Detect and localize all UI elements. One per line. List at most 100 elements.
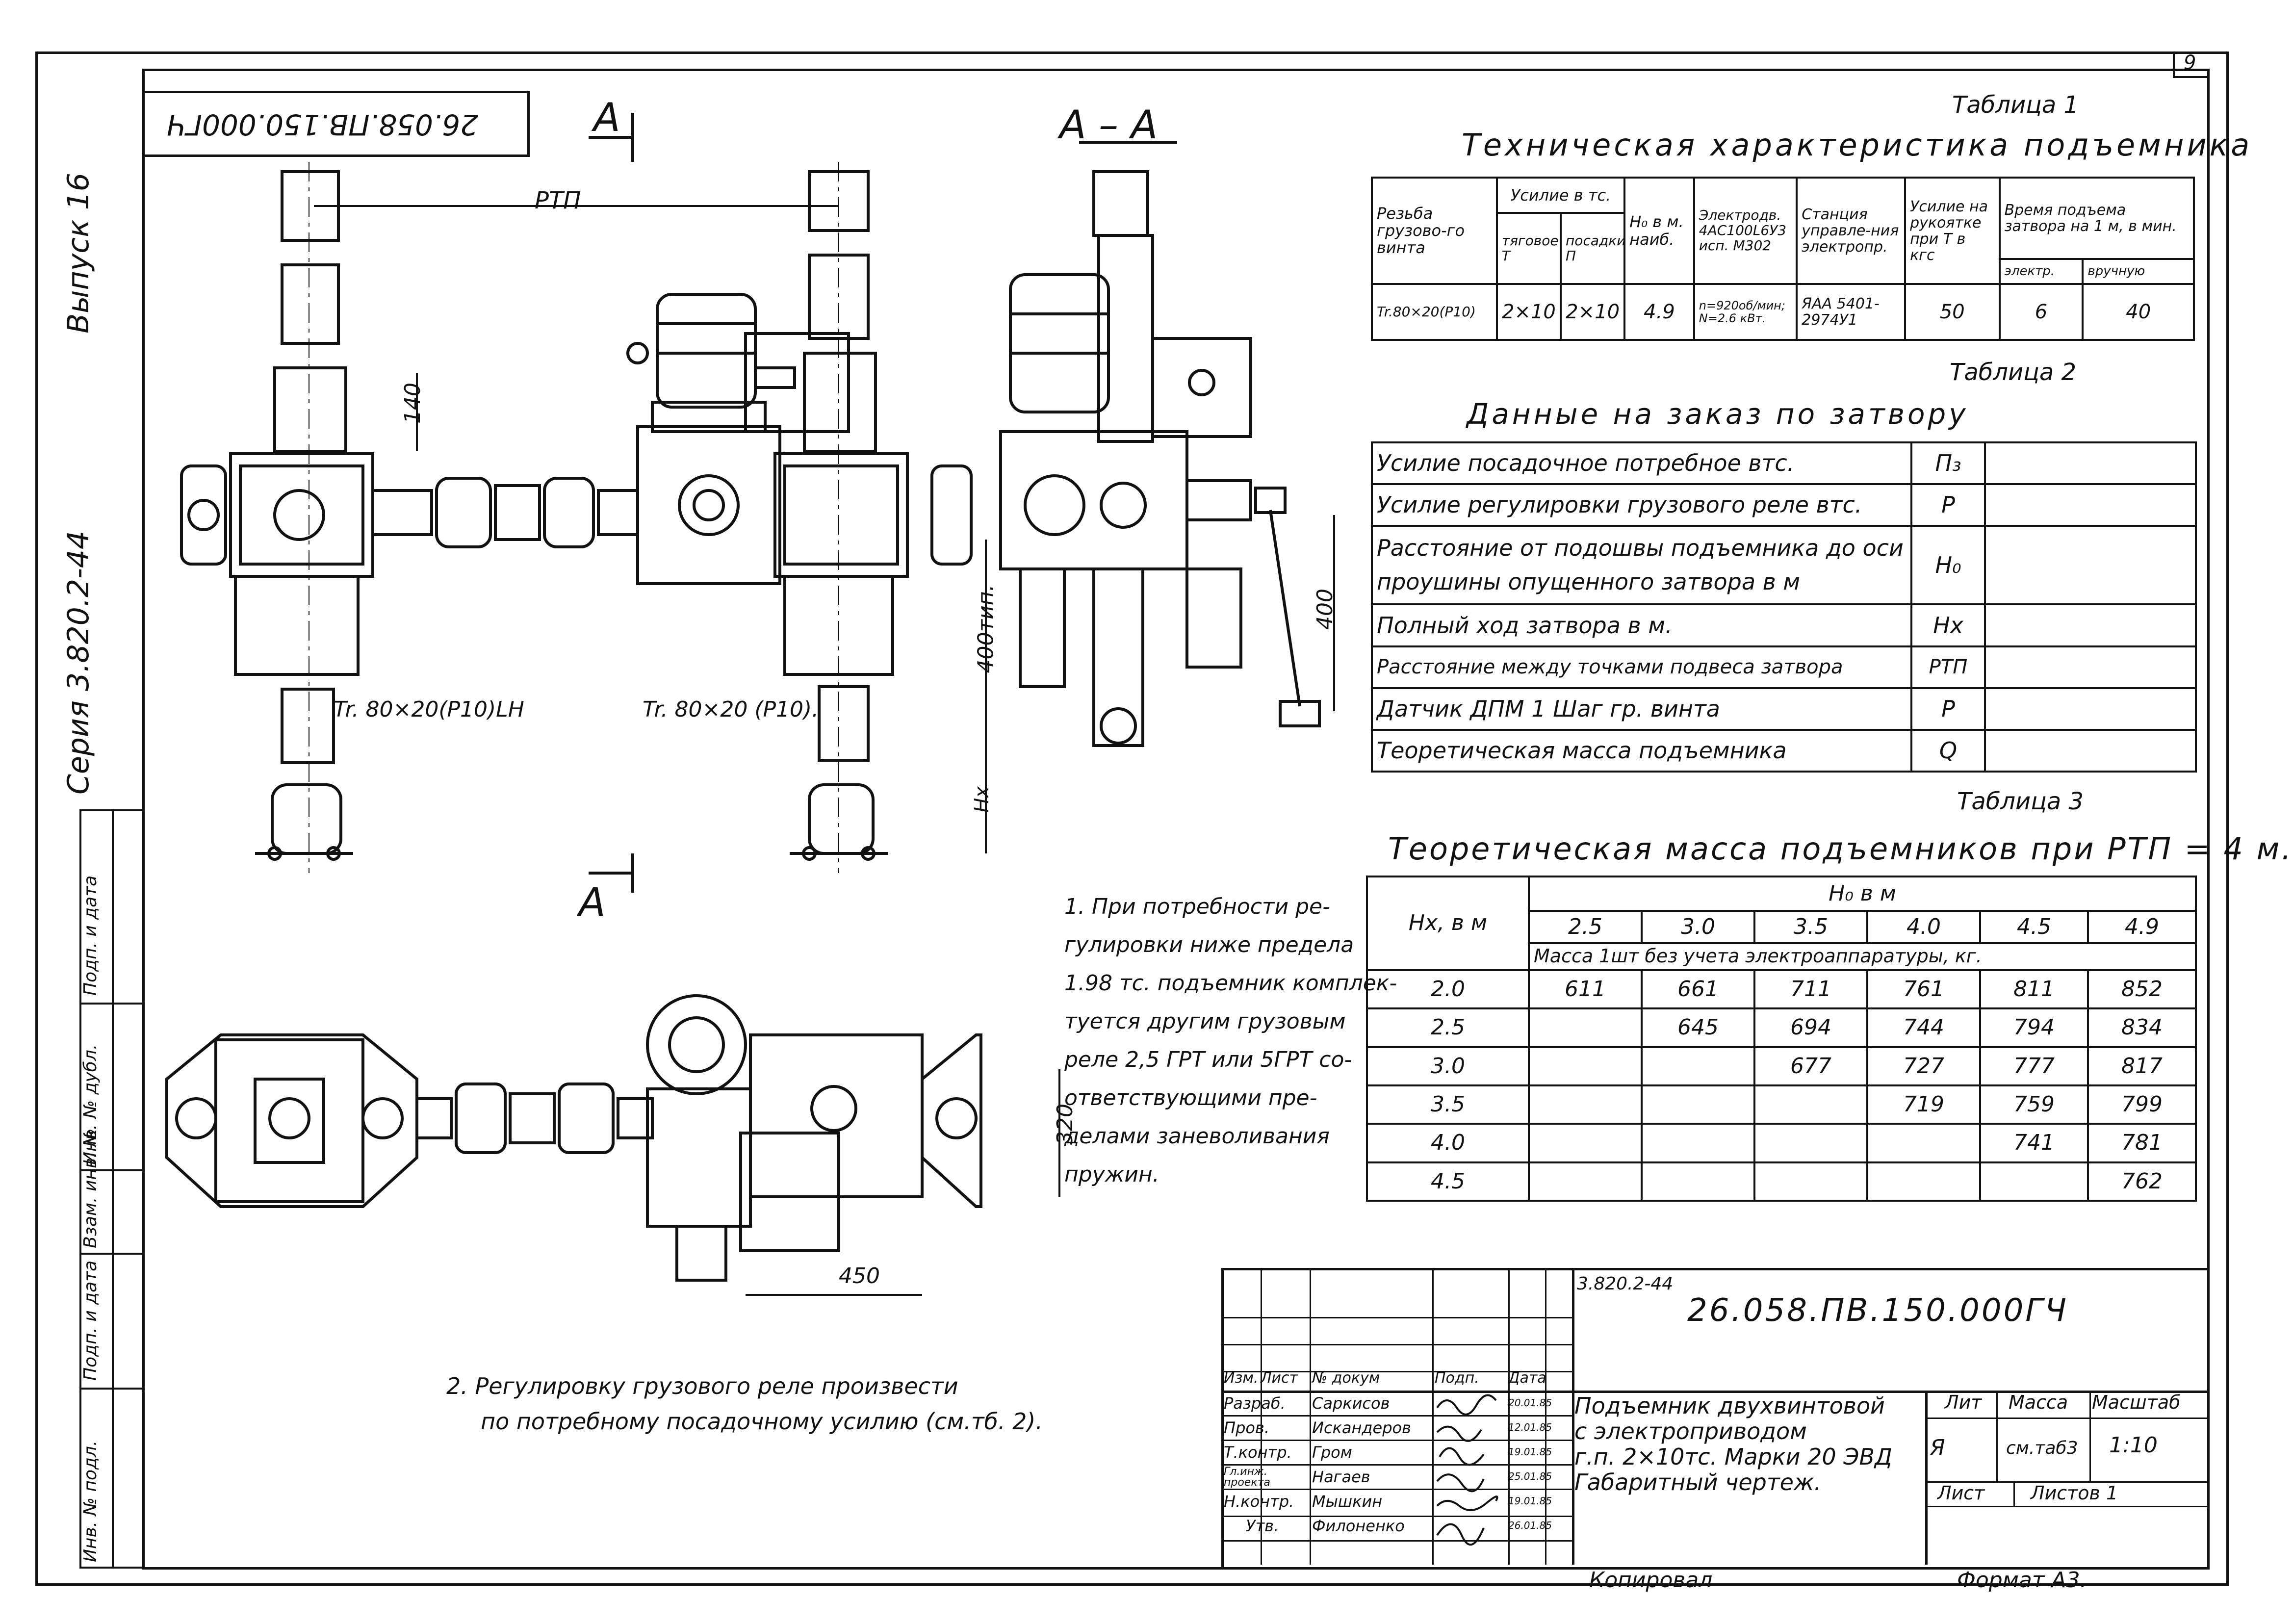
t3-h-col: 3.5 [1753,910,1868,944]
t2-row-sym: H₀ [1910,525,1986,606]
note-1-line: 1.98 тс. подъемник комплек- [1064,971,1397,996]
t3-cell: 611 [1528,969,1643,1010]
table2-title: Данные на заказ по затвору [1467,397,1969,431]
t3-row-hx: 2.0 [1366,969,1530,1010]
tb-h-date: Дата [1508,1369,1546,1387]
note-1-line: делами заневоливания [1064,1124,1330,1149]
t3-h-row: Hx, в м [1366,876,1530,971]
note-1-line: 1. При потребности ре- [1064,894,1330,919]
t1-cell: 50 [1904,283,2001,341]
tb-h-izm: Изм. [1224,1369,1259,1387]
tb-name: Филоненко [1312,1517,1405,1535]
t3-cell: 811 [1979,969,2089,1010]
thread-right: Tr. 80×20 (P10). [643,697,819,722]
t2-row-name: Теоретическая масса подъемника [1371,728,1912,773]
t3-cell [1641,1046,1755,1086]
t3-cell: 759 [1979,1084,2089,1125]
note-1-line: туется другим грузовым [1064,1009,1346,1034]
tb-role: Разраб. [1224,1394,1286,1413]
t2-row-sym: Р [1910,483,1986,527]
t1-cell: 40 [2082,283,2195,341]
t3-cell [1866,1123,1981,1163]
note-2-line: 2. Регулировку грузового реле произвести [446,1373,958,1399]
tb-date: 25.01.85 [1508,1470,1552,1482]
table2: Усилие посадочное потребное втс.П₃ Усили… [1371,441,2197,773]
t3-cell: 834 [2087,1007,2197,1048]
dim-450: 450 [839,1263,880,1289]
table2-label: Таблица 2 [1950,359,2077,386]
tb-name: Искандеров [1312,1418,1411,1437]
tb-h-list: Лист [1261,1369,1298,1387]
tb-sheets: Листов 1 [2031,1482,2118,1504]
t3-cell: 761 [1866,969,1981,1010]
t3-cell [1753,1084,1868,1125]
t1-h-motor: Электродв. 4АС100L6У3 исп. М302 [1693,176,1798,285]
table1: Резьба грузово-го винта Усилие в тс. H₀ … [1371,176,2195,341]
table3: Hx, в м H₀ в м 2.5 3.0 3.5 4.0 4.5 4.9 М… [1366,875,2197,1202]
t3-h-col: 4.5 [1979,910,2089,944]
t3-cell [1528,1046,1643,1086]
note-1-line: реле 2,5 ГРТ или 5ГРТ со- [1064,1047,1352,1072]
tb-scale-value: 1:10 [2109,1433,2158,1458]
tb-doc: 26.058.ПВ.150.000ГЧ [1687,1292,2068,1329]
tb-role: Т.контр. [1224,1443,1292,1462]
t1-h-h0: H₀ в м. наиб. [1623,176,1695,285]
t1-h-station: Станция управле-ния электропр. [1796,176,1907,285]
t3-row-hx: 4.0 [1366,1123,1530,1163]
thread-left: Tr. 80×20(P10)LH [334,697,524,722]
t3-h-h0: H₀ в м [1527,875,2197,912]
t3-row-hx: 3.5 [1366,1084,1530,1125]
tb-date: 19.01.85 [1508,1446,1552,1458]
table1-title: Техническая характеристика подъемника [1462,127,2253,163]
t3-cell [1866,1161,1981,1202]
footer-format: Формат А3. [1957,1568,2087,1593]
t2-row-value [1984,728,2197,773]
t3-cell: 711 [1753,969,1868,1010]
t3-cell: 777 [1979,1046,2089,1086]
t3-cell [1528,1123,1643,1163]
t2-row-name: Усилие посадочное потребное втс. [1371,441,1912,486]
top-stamp-box [142,91,530,157]
t1-h-force-p: посадки П [1559,212,1625,285]
dim-rtp: РТП [535,187,581,214]
t1-h-handle: Усилие на рукоятке при Т в кгс [1904,176,2001,285]
t3-cell: 852 [2087,969,2197,1010]
t3-cell: 727 [1866,1046,1981,1086]
t1-cell: 4.9 [1623,283,1695,341]
tb-date: 19.01.85 [1508,1495,1552,1507]
t3-cell: 817 [2087,1046,2197,1086]
t2-row-value [1984,483,2197,527]
t2-row-value [1984,441,2197,486]
note-1-line: гулировки ниже предела [1064,932,1354,957]
t3-h-col: 2.5 [1528,910,1643,944]
tb-name: Мышкин [1312,1492,1383,1511]
tb-name: Нагаев [1312,1468,1370,1486]
t2-row-name: Датчик ДПМ 1 Шаг гр. винта [1371,687,1912,731]
tb-mass: Масса [2009,1392,2068,1413]
tb-title-line: Габаритный чертеж. [1574,1469,1822,1495]
t3-cell: 694 [1753,1007,1868,1048]
tb-date: 20.01.85 [1508,1397,1552,1409]
t2-row-value [1984,525,2197,606]
t3-h-note: Масса 1шт без учета электроаппаратуры, к… [1527,942,2197,971]
dim-400-typ: 400тип. [973,584,999,673]
tb-h-sign: Подп. [1435,1369,1479,1387]
t3-cell: 799 [2087,1084,2197,1125]
dim-400: 400 [1312,589,1338,630]
t2-row-name: Расстояние от подошвы подъемника до оси … [1371,525,1912,606]
t3-cell: 744 [1866,1007,1981,1048]
tb-role: Утв. [1246,1517,1279,1535]
t1-h-force-t: тяговое Т [1495,212,1562,285]
t3-cell: 794 [1979,1007,2089,1048]
side-columns [79,809,144,1569]
t3-cell [1641,1123,1755,1163]
tb-scale: Масштаб [2092,1392,2181,1413]
t3-cell [1979,1161,2089,1202]
t3-cell: 762 [2087,1161,2197,1202]
section-view-label: А – А [1059,102,1158,148]
section-mark-top: А [593,95,620,140]
t3-row-hx: 3.0 [1366,1046,1530,1086]
tb-name: Гром [1312,1443,1352,1462]
tb-h-doc: № докум [1312,1369,1380,1387]
tb-sheet: Лист [1937,1482,1985,1504]
